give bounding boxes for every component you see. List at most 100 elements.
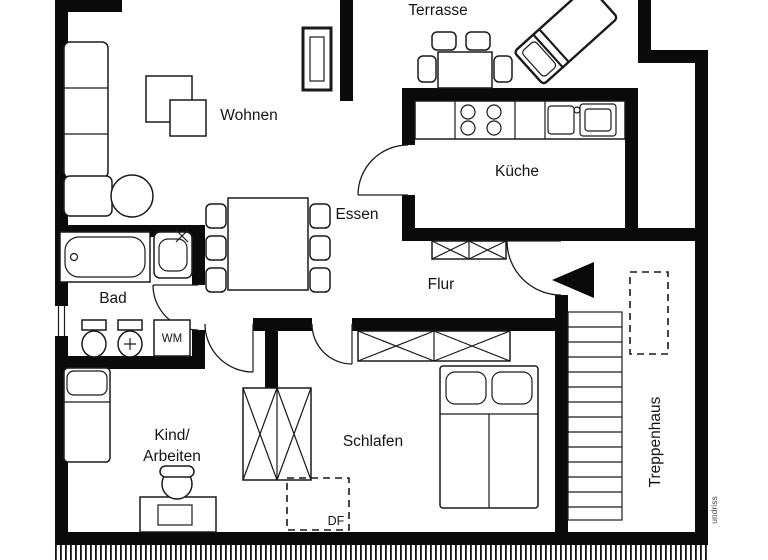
wall-stairwell-stub xyxy=(555,228,568,241)
stove-icon xyxy=(460,104,502,136)
wall-right-outer xyxy=(695,50,708,545)
terrace-chair xyxy=(493,55,513,83)
room-label-wohnen: Wohnen xyxy=(220,107,277,124)
wall-terrace-right xyxy=(638,0,651,63)
door-swing-arc xyxy=(204,323,254,373)
wall-kitchen-top xyxy=(402,88,638,101)
lounger-fold-line xyxy=(538,28,570,63)
kind-bed xyxy=(63,367,111,463)
wall-bottomrooms-b xyxy=(352,318,557,331)
door-swing-arc xyxy=(311,323,353,365)
stairs-outline xyxy=(567,311,623,521)
room-label-essen: Essen xyxy=(335,206,378,223)
radiator xyxy=(431,240,507,260)
toilet-icon xyxy=(81,319,107,358)
wall-kitchen-right xyxy=(625,88,638,241)
wall-kind-schlafen xyxy=(265,331,278,388)
dining-chair xyxy=(205,235,227,261)
entrance-door xyxy=(506,240,562,296)
terrace-dining-set xyxy=(417,31,513,89)
tall-window-element xyxy=(301,26,333,92)
wall-stairwell-left xyxy=(555,295,568,545)
washing-machine-box xyxy=(153,319,191,357)
sink-outer xyxy=(153,231,193,279)
wardrobe-x xyxy=(357,330,435,362)
sink-basin-inner xyxy=(584,108,612,132)
bathtub-drain xyxy=(69,252,79,262)
terrace-chair xyxy=(417,55,437,83)
wall-bottomrooms-a xyxy=(253,318,312,331)
wall-top-right xyxy=(638,50,708,63)
stairs xyxy=(567,311,623,521)
roof-window-label: DF xyxy=(328,514,345,528)
counter-outline xyxy=(414,100,626,140)
radiator-hatch xyxy=(468,240,507,260)
bathtub-inner xyxy=(64,236,146,278)
laptop xyxy=(157,504,193,526)
kitchen-counter xyxy=(414,100,626,140)
toilet-cistern xyxy=(81,319,107,331)
room-label-kind-line1: Kind/ xyxy=(154,427,190,444)
wardrobe-schlafen xyxy=(357,330,511,362)
wardrobe-x xyxy=(433,330,511,362)
watermark-text: undriss xyxy=(709,496,719,523)
radiator-hatch xyxy=(431,240,470,260)
sofa-corner-section xyxy=(63,175,113,217)
dining-chair xyxy=(309,267,331,293)
desk xyxy=(139,496,217,533)
sink-basin xyxy=(579,103,617,137)
desk-and-chair xyxy=(139,465,217,533)
dining-chair xyxy=(205,203,227,229)
lounger-pillow xyxy=(522,41,557,77)
lounger-frame xyxy=(514,0,618,85)
sink-basin xyxy=(547,105,575,135)
sink-faucet xyxy=(573,106,581,114)
room-label-treppenhaus: Treppenhaus xyxy=(647,396,664,487)
bath-window xyxy=(55,306,68,336)
window-opening xyxy=(55,306,68,336)
wardrobe-x xyxy=(242,387,278,481)
stove-burner xyxy=(486,104,502,120)
double-bed xyxy=(439,365,539,509)
bed-frame xyxy=(63,367,111,463)
wall-bath-right-upper xyxy=(192,225,205,285)
wall-kitchen-left-upper xyxy=(402,88,415,145)
kitchen-door xyxy=(357,144,409,196)
wall-wohnen-terrasse xyxy=(340,0,353,101)
bidet-base xyxy=(117,319,143,331)
wall-kitchen-left-lower xyxy=(402,195,415,241)
stove-burner xyxy=(460,104,476,120)
wall-bath-bottom xyxy=(55,356,205,369)
dining-chair xyxy=(309,235,331,261)
bed-pillow xyxy=(491,371,533,405)
doors xyxy=(152,144,562,373)
coffee-table xyxy=(169,99,207,137)
terrace-chair xyxy=(465,31,491,51)
faucet-mark xyxy=(175,229,189,243)
sink-inner xyxy=(158,238,188,272)
sofa-round-end xyxy=(110,174,154,218)
wardrobe-between-rooms xyxy=(242,387,312,481)
bed-pillow xyxy=(445,371,487,405)
door-swing-arc xyxy=(506,240,562,296)
toilet-bowl xyxy=(81,330,107,358)
dining-table xyxy=(227,197,309,291)
window-inner xyxy=(309,36,325,82)
wall-top-left-stub xyxy=(55,0,122,12)
room-label-kueche: Küche xyxy=(495,163,539,180)
bathtub xyxy=(59,231,151,283)
terrace-table xyxy=(437,51,493,89)
room-label-terrasse: Terrasse xyxy=(408,2,467,19)
washing-machine: WM xyxy=(153,319,191,357)
washing-machine-label: WM xyxy=(162,333,182,345)
stairwell-skylight xyxy=(629,271,669,355)
ground-hatch xyxy=(55,545,708,560)
corner-sofa xyxy=(63,41,154,218)
bidet-icon xyxy=(117,319,143,358)
roof-window-outline xyxy=(286,477,350,531)
stove-burner xyxy=(460,120,476,136)
desk-chair-back xyxy=(159,465,195,478)
lounger-fold-line xyxy=(532,33,564,69)
